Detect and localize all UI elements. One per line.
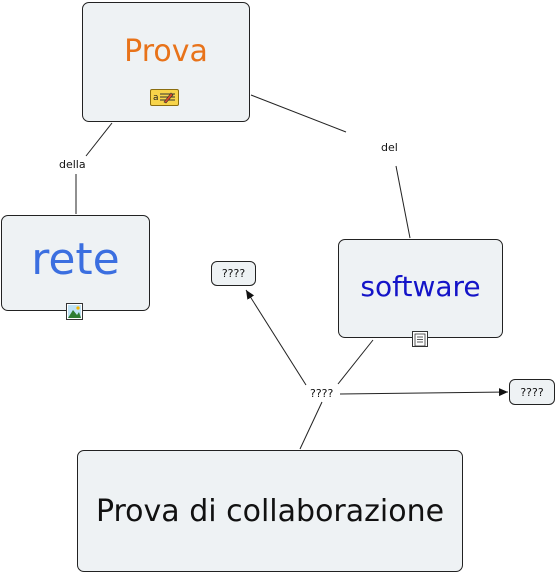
- link-label-hub[interactable]: ????: [308, 387, 336, 401]
- link-label-del[interactable]: del: [379, 141, 400, 155]
- unnamed-concept-left[interactable]: ????: [211, 261, 256, 286]
- text-note-icon[interactable]: a: [150, 89, 179, 106]
- unnamed-concept-right[interactable]: ????: [509, 379, 555, 405]
- arrow-hub-left-bubble: [245, 289, 307, 386]
- link-label-della[interactable]: della: [57, 158, 88, 172]
- link-prova-della: [85, 122, 113, 157]
- concept-collaborazione[interactable]: Prova di collaborazione: [77, 450, 463, 572]
- document-icon[interactable]: [412, 331, 428, 347]
- concept-software[interactable]: software: [338, 239, 503, 338]
- link-software-hub: [337, 339, 374, 385]
- unnamed-concept-right-label: ????: [520, 385, 544, 399]
- link-prova-del: [250, 94, 347, 133]
- link-collab-hub: [299, 401, 323, 450]
- concept-prova-label: Prova: [124, 33, 208, 69]
- concept-rete-label: rete: [31, 233, 120, 285]
- unnamed-concept-left-label: ????: [221, 267, 246, 280]
- concept-collaborazione-label: Prova di collaborazione: [95, 493, 445, 529]
- svg-text:a: a: [153, 93, 159, 103]
- concept-software-label: software: [360, 270, 481, 303]
- link-del-software: [395, 165, 411, 239]
- image-icon[interactable]: [66, 303, 83, 320]
- arrow-hub-right-bubble: [339, 388, 509, 397]
- concept-rete[interactable]: rete: [1, 215, 150, 311]
